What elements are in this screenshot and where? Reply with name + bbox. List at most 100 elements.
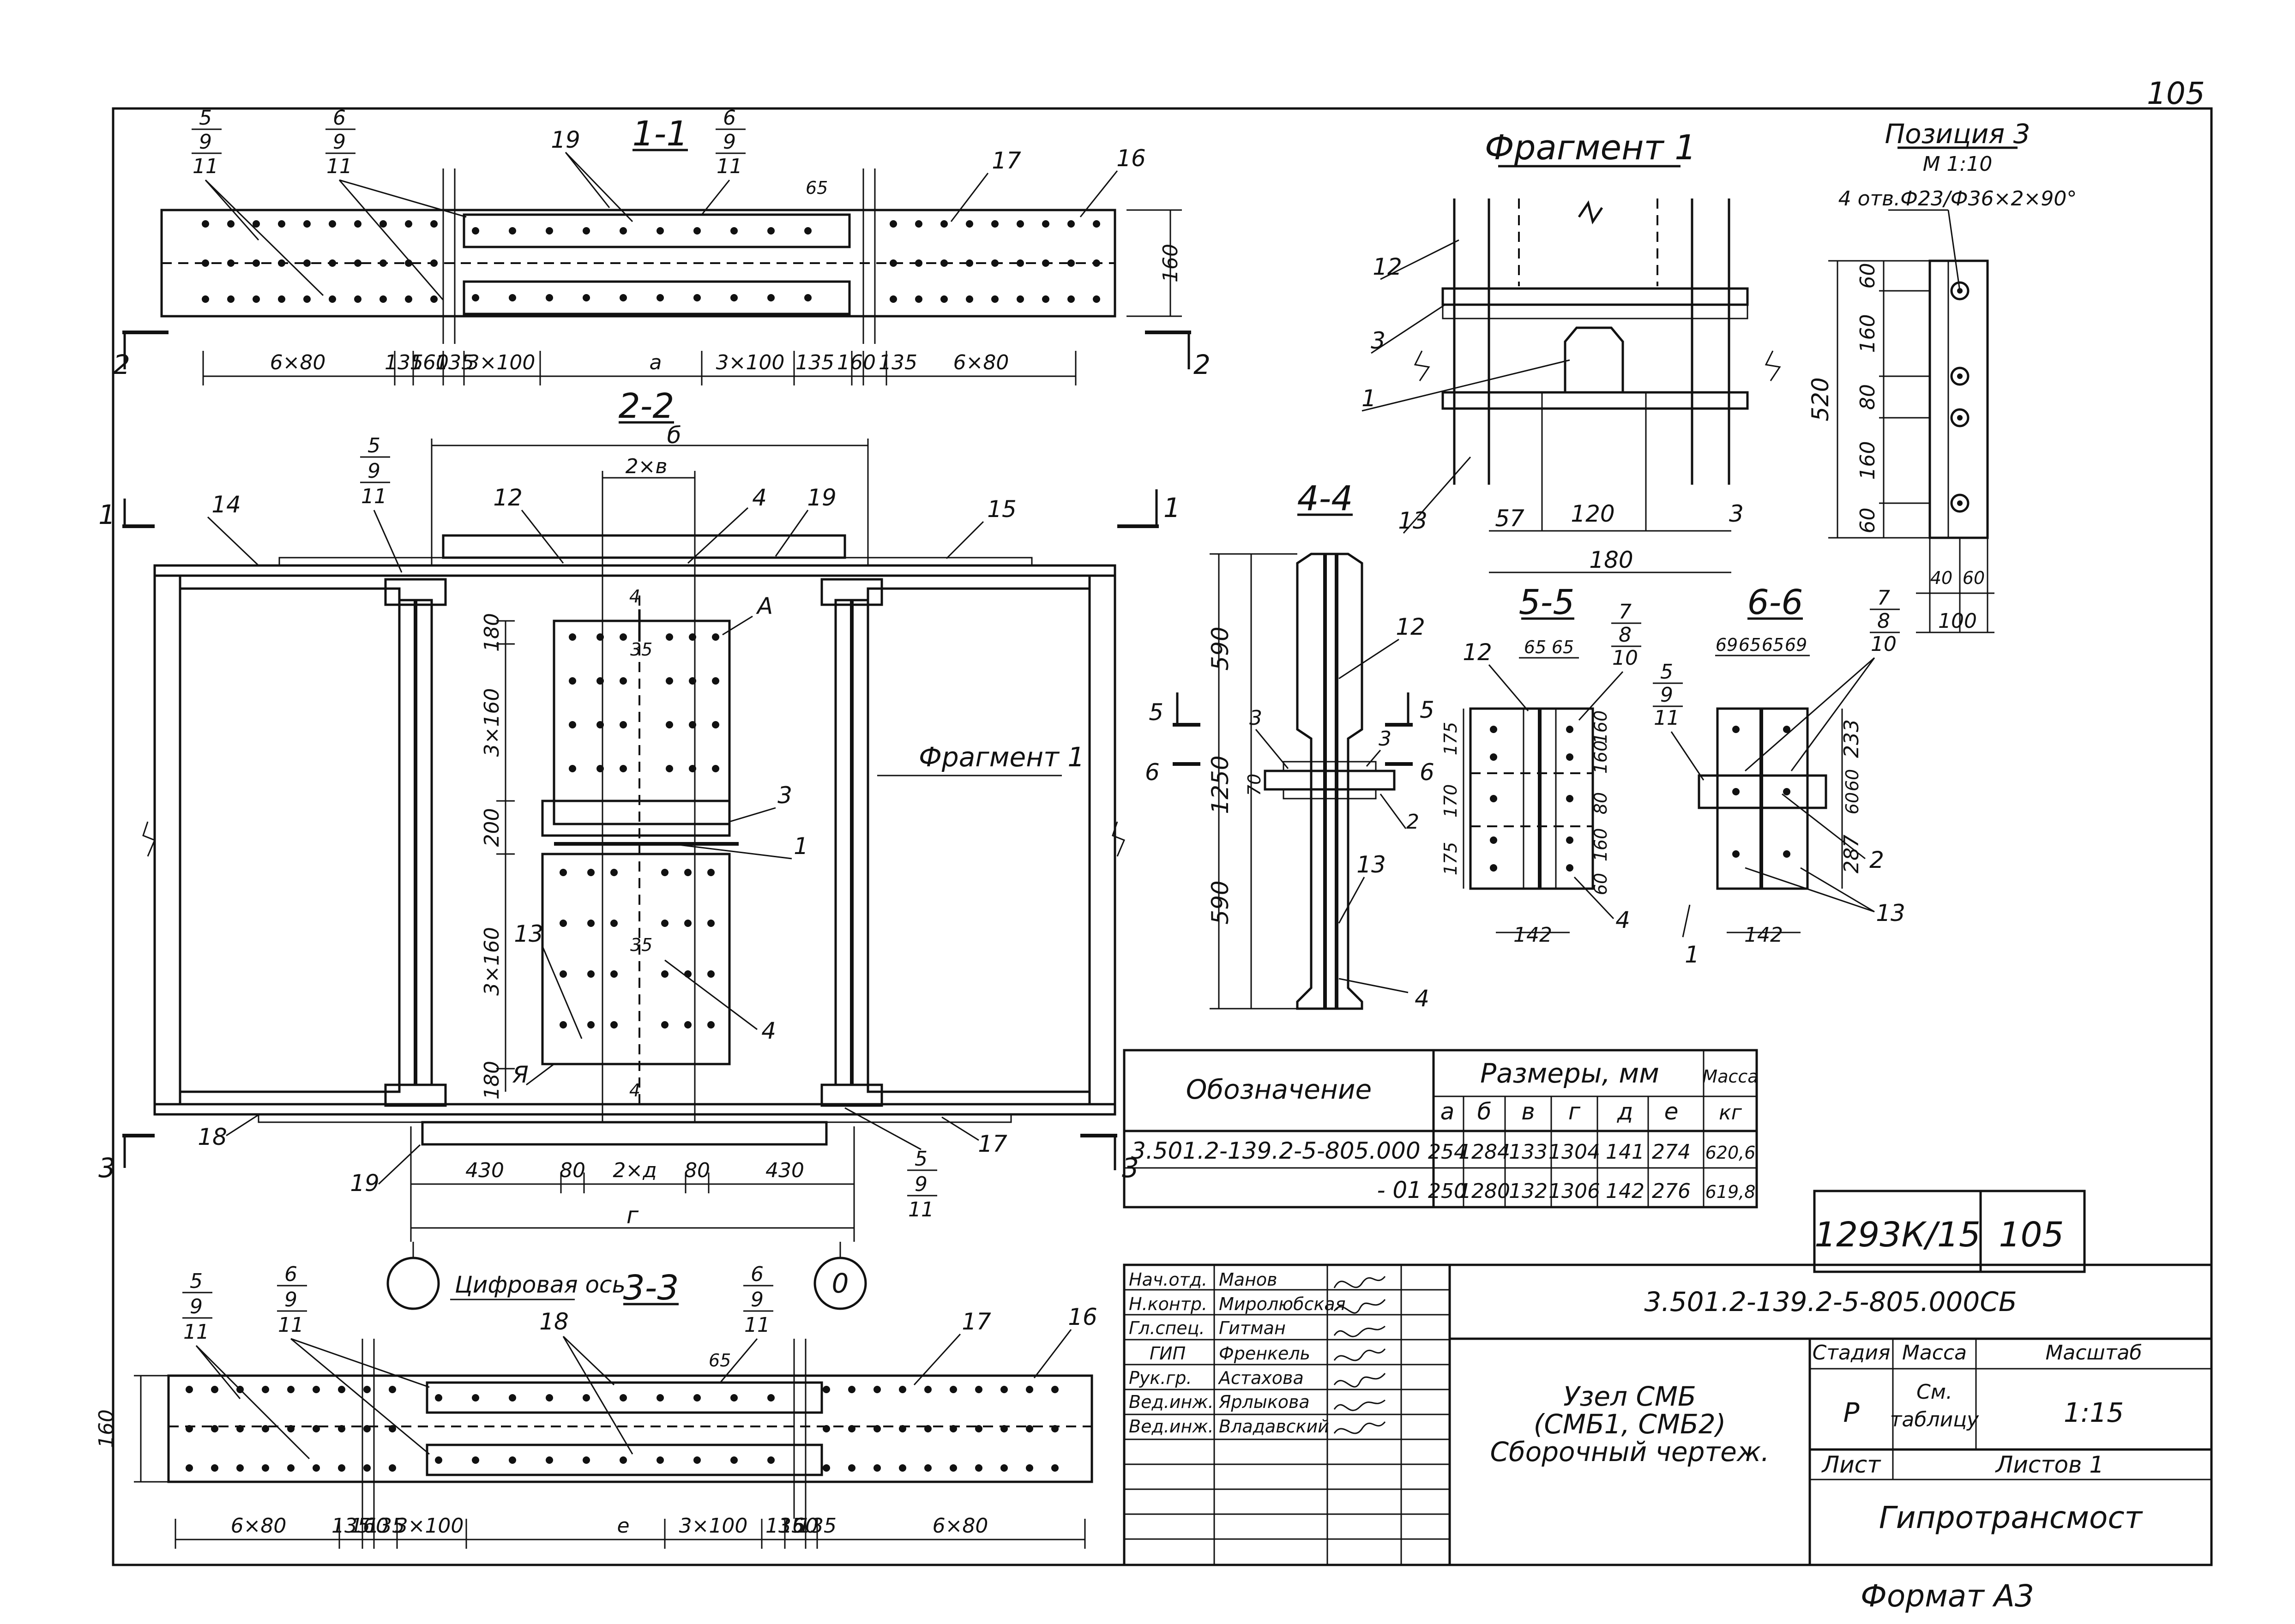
bolt-hole — [730, 1456, 738, 1464]
svg-text:160: 160 — [1590, 828, 1611, 862]
bolt-hole — [303, 295, 311, 303]
bolt-hole — [657, 294, 664, 301]
bolt-hole — [924, 1464, 932, 1472]
bolt-hole — [1067, 295, 1075, 303]
bolt-hole — [253, 259, 260, 267]
bolt-hole — [610, 1021, 618, 1029]
bolt-hole — [620, 633, 627, 641]
position-3: Позиция 3 М 1:10 4 отв.Ф23/Ф36×2×90° 601… — [1807, 118, 2077, 633]
bolt-hole — [730, 227, 738, 235]
bolt-hole — [596, 721, 604, 728]
bolt-hole — [202, 259, 209, 267]
bolt-hole — [560, 970, 567, 978]
dimension-label: 160 — [1856, 441, 1879, 480]
bolt-hole — [287, 1425, 295, 1432]
dimension-label: 60 — [1856, 263, 1879, 289]
bolt-hole — [472, 1456, 479, 1464]
svg-text:Лист: Лист — [1821, 1451, 1882, 1478]
bolt-hole-center — [1957, 373, 1963, 379]
bolt-hole — [1783, 850, 1790, 858]
svg-text:1304: 1304 — [1548, 1140, 1600, 1164]
title-line-1: Узел СМБ — [1563, 1381, 1696, 1412]
svg-text:Стадия: Стадия — [1813, 1341, 1891, 1365]
callout-5-9-11-bot: 5 9 11 — [844, 1107, 937, 1221]
bolt-hole — [610, 869, 618, 876]
bolt-hole — [966, 259, 973, 267]
bolt-hole — [1566, 864, 1573, 872]
size-table: Обозначение Размеры, мм Масса кг а б в г… — [1123, 1049, 1759, 1209]
dimension-label: 80 — [560, 1159, 585, 1182]
bolt-hole — [1042, 295, 1049, 303]
bolt-hole — [1026, 1425, 1033, 1432]
bolt-hole — [560, 920, 567, 927]
bolt-hole — [899, 1464, 906, 1472]
bolt-hole — [211, 1464, 218, 1472]
bolt-hole — [873, 1464, 881, 1472]
svg-text:10: 10 — [1871, 632, 1897, 656]
bolt-hole — [661, 869, 669, 876]
axis-bubble-left — [386, 1257, 440, 1310]
svg-text:б: б — [1477, 1098, 1492, 1125]
bolt-hole — [804, 294, 812, 301]
svg-text:кг: кг — [1719, 1101, 1742, 1125]
bolt-hole — [712, 765, 719, 772]
svg-text:1306: 1306 — [1548, 1179, 1600, 1203]
bolt-hole — [1093, 295, 1100, 303]
svg-text:Гл.спец.: Гл.спец. — [1129, 1318, 1205, 1338]
svg-text:3: 3 — [1379, 727, 1391, 751]
title-block: Нач.отд. Манов Н.контр. Миролюбская Гл.с… — [1123, 1263, 2213, 1566]
bolt-hole — [767, 294, 775, 301]
svg-text:12: 12 — [1396, 614, 1425, 640]
bolt-hole — [379, 295, 387, 303]
svg-text:11: 11 — [744, 1313, 770, 1337]
svg-text:4: 4 — [629, 1080, 640, 1101]
bolt-hole — [211, 1386, 218, 1393]
svg-text:17: 17 — [962, 1308, 991, 1335]
bolt-hole — [313, 1386, 320, 1393]
svg-text:100: 100 — [1938, 609, 1977, 633]
bolt-hole — [1732, 726, 1740, 733]
bolt-hole — [596, 765, 604, 772]
callout-5-9-11-d: 5 9 11 — [1653, 660, 1705, 781]
bolt-hole — [915, 220, 922, 228]
svg-text:8: 8 — [1877, 609, 1890, 633]
bolt-hole — [1000, 1425, 1008, 1432]
svg-text:Масштаб: Масштаб — [2045, 1341, 2142, 1365]
svg-text:9: 9 — [367, 459, 380, 483]
svg-text:6: 6 — [333, 106, 346, 130]
bolt-hole — [1051, 1386, 1059, 1393]
bolt-hole — [666, 765, 673, 772]
bolt-hole — [823, 1425, 830, 1432]
bolt-hole — [890, 259, 897, 267]
dimension-label: 3×100 — [679, 1514, 748, 1538]
dimension-label: 3×100 — [395, 1514, 464, 1538]
bolt-hole — [689, 765, 696, 772]
svg-text:254: 254 — [1428, 1140, 1467, 1164]
svg-text:5: 5 — [190, 1269, 203, 1293]
svg-text:Френкель: Френкель — [1219, 1343, 1310, 1364]
svg-text:60: 60 — [1842, 769, 1862, 791]
svg-text:Вед.инж.: Вед.инж. — [1129, 1416, 1214, 1437]
bolt-hole — [848, 1464, 855, 1472]
title-line-3: Сборочный чертеж. — [1490, 1436, 1769, 1468]
svg-text:Масса: Масса — [1702, 1066, 1758, 1087]
bolt-hole — [329, 220, 336, 228]
bolt-hole — [202, 220, 209, 228]
bolt-hole — [587, 1021, 595, 1029]
stamp-sheet-number: 105 — [1999, 1215, 2064, 1255]
bolt-hole — [1950, 281, 1970, 301]
doc-code: 3.501.2-139.2-5-805.000СБ — [1644, 1286, 2017, 1317]
dimension-label: 200 — [480, 808, 504, 847]
svg-text:80: 80 — [1590, 792, 1611, 814]
bolt-hole — [546, 294, 553, 301]
bolt-hole — [693, 227, 701, 235]
bolt-hole — [472, 294, 479, 301]
svg-text:60: 60 — [1842, 792, 1862, 814]
bolt-hole — [899, 1425, 906, 1432]
dimension-label: 160 — [410, 351, 449, 374]
svg-text:5: 5 — [1149, 699, 1163, 726]
bolt-hole — [804, 227, 812, 235]
svg-text:11: 11 — [193, 155, 218, 178]
